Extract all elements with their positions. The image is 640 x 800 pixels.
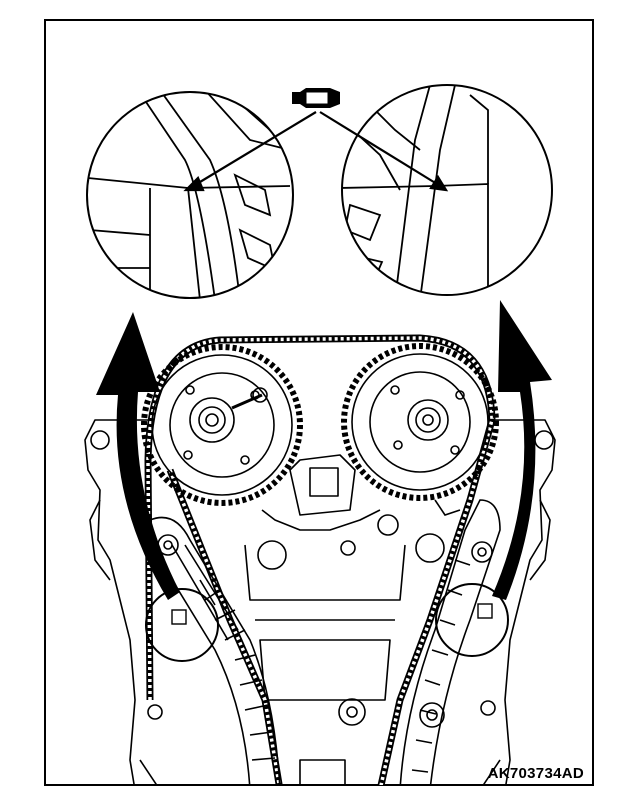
sealant-tube-icon bbox=[292, 88, 340, 108]
right-mark-bump bbox=[477, 603, 493, 619]
left-chain-guide bbox=[149, 516, 281, 785]
rotation-arrow-icon bbox=[492, 300, 552, 600]
left-mark-bump bbox=[171, 609, 187, 625]
left-camshaft-sprocket bbox=[141, 344, 303, 506]
rotation-arrow-icon bbox=[96, 312, 180, 600]
right-mark-circle bbox=[435, 583, 509, 657]
engine-block bbox=[84, 419, 556, 785]
left-mark-circle bbox=[145, 588, 219, 662]
sealant-leader-arrows bbox=[183, 111, 449, 192]
right-camshaft-sprocket bbox=[341, 343, 499, 516]
left-detail-circle bbox=[86, 91, 294, 299]
right-chain-guide bbox=[399, 499, 501, 785]
figure-code-label: AK703734AD bbox=[487, 765, 584, 782]
